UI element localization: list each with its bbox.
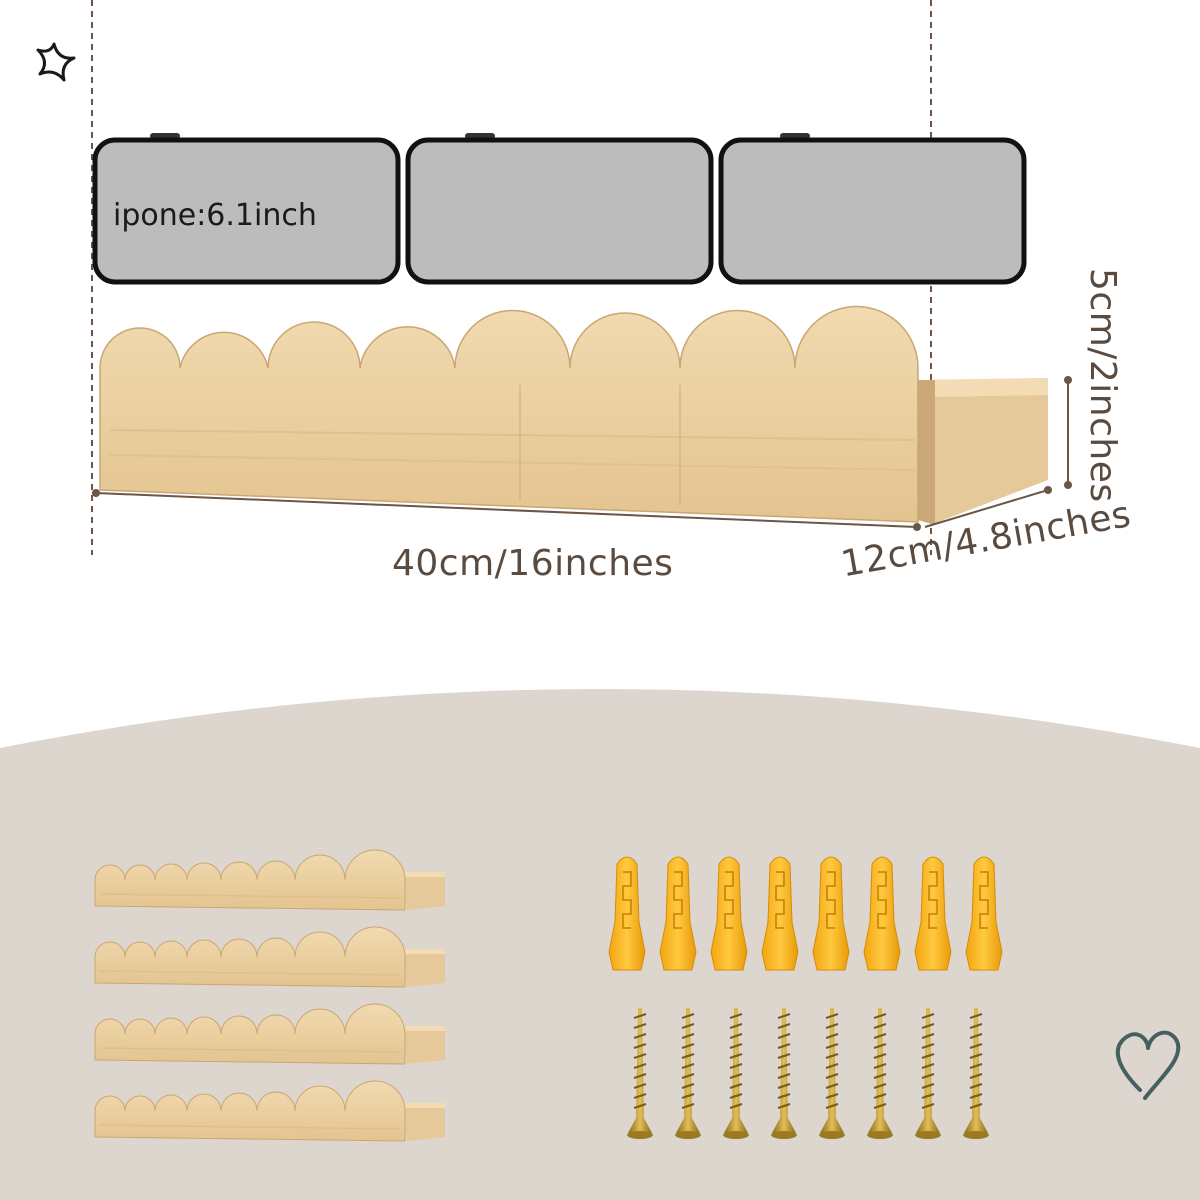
heart-icon [1115, 1030, 1181, 1100]
small-shelves-group [94, 849, 445, 1142]
sparkle-icon [36, 42, 76, 82]
wall-anchor [812, 856, 850, 971]
small-shelf [94, 926, 445, 988]
main-shelf [99, 305, 1048, 525]
small-shelf [94, 1080, 445, 1142]
wall-anchor [659, 856, 697, 971]
background-panel [0, 689, 1200, 1200]
height-dimension [1064, 376, 1072, 489]
screws-group [627, 1008, 989, 1139]
wall-anchors-group [608, 856, 1003, 971]
screw [723, 1008, 749, 1139]
height-label: 5cm/2inches [1082, 268, 1123, 503]
width-dimension [92, 489, 921, 531]
phone-3 [718, 133, 1027, 285]
phone-size-label: ipone:6.1inch [113, 198, 317, 233]
small-shelf [94, 1003, 445, 1065]
wall-anchor [914, 856, 952, 971]
wall-anchor [761, 856, 799, 971]
small-shelf [94, 849, 445, 911]
width-label: 40cm/16inches [392, 543, 674, 584]
wall-anchor [608, 856, 646, 971]
screw [867, 1008, 893, 1139]
phone-1 [92, 133, 401, 285]
depth-dimension [924, 486, 1052, 528]
phone-2 [405, 133, 714, 285]
screw [819, 1008, 845, 1139]
screw [963, 1008, 989, 1139]
wall-anchor [965, 856, 1003, 971]
wall-anchor [710, 856, 748, 971]
wall-anchor [863, 856, 901, 971]
screw [771, 1008, 797, 1139]
screw [915, 1008, 941, 1139]
screw [675, 1008, 701, 1139]
screw [627, 1008, 653, 1139]
